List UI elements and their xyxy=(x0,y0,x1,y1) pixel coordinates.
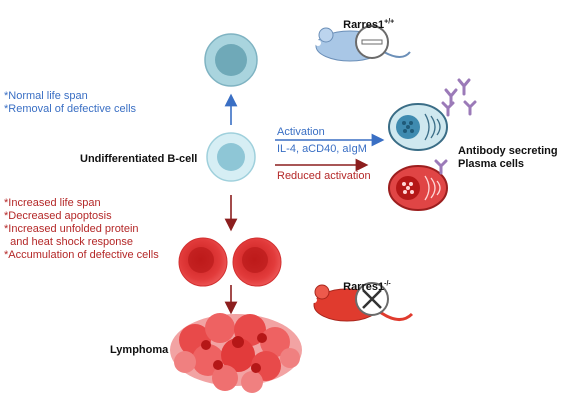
wild-type-mouse-icon xyxy=(315,25,411,62)
b-cell-icon xyxy=(206,132,256,182)
ko-outcome-3: *Increased unfolded protein xyxy=(4,223,139,235)
ko-outcome-4: and heat shock response xyxy=(4,236,134,248)
ko-outcome-5: *Accumulation of defective cells xyxy=(4,249,159,261)
undifferentiated-label: Undifferentiated B-cell xyxy=(80,153,198,165)
ko-outcome-1: *Increased life span xyxy=(4,197,101,209)
activation-agents: IL-4, aCD40, aIgM xyxy=(277,143,367,155)
lymphoma-mass-icon xyxy=(170,313,302,393)
plasma-label-1: Antibody secreting xyxy=(458,145,558,157)
plasma-cell-icon xyxy=(388,103,448,151)
lymphoma-label: Lymphoma xyxy=(110,344,169,356)
plasma-label-2: Plasma cells xyxy=(458,158,525,170)
reduced-activation-label: Reduced activation xyxy=(277,170,371,182)
activation-title: Activation xyxy=(277,126,325,138)
ko-outcome-2: *Decreased apoptosis xyxy=(4,210,112,222)
wt-mouse-label: Rarres1+/+ xyxy=(343,18,395,31)
normal-b-cell-icon xyxy=(204,33,258,87)
lymphoma-cell-icon xyxy=(178,237,228,287)
knockout-mouse-icon xyxy=(311,282,414,322)
normal-outcome-1: *Normal life span xyxy=(4,90,88,102)
plasma-cell-icon xyxy=(388,165,448,211)
normal-outcome-2: *Removal of defective cells xyxy=(4,103,137,115)
lymphoma-cell-icon xyxy=(232,237,282,287)
antibody-icon xyxy=(434,78,477,175)
ko-mouse-label: Rarres1-/- xyxy=(343,280,391,293)
